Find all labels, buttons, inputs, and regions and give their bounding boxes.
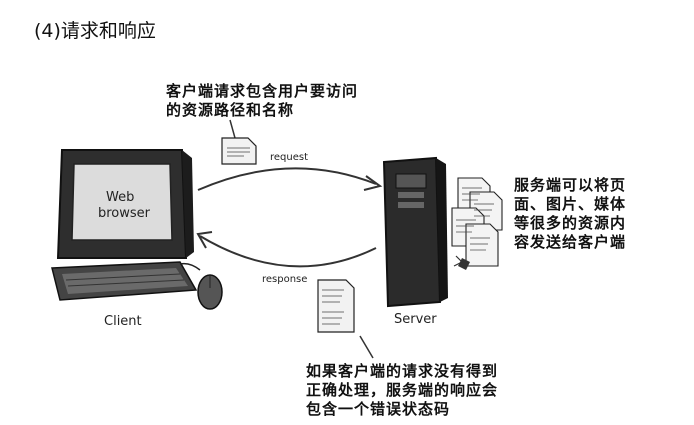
response-note-line-2: 正确处理，服务端的响应会: [306, 381, 499, 399]
request-label: request: [270, 152, 309, 163]
response-note-line-1: 如果客户端的请求没有得到: [306, 362, 499, 380]
server-note-line-2: 面、图片、媒体: [514, 195, 627, 213]
server-note-line-4: 容发送给客户端: [514, 233, 627, 251]
server-tower: [382, 156, 448, 308]
response-label: response: [262, 274, 308, 285]
server-label: Server: [394, 312, 437, 327]
response-note-line-3: 包含一个错误状态码: [306, 400, 451, 418]
request-note-pointer: [229, 119, 236, 139]
server-note-line-3: 等很多的资源内: [514, 214, 627, 232]
request-note-line-2: 的资源路径和名称: [166, 101, 295, 119]
server-note: 服务端可以将页 面、图片、媒体 等很多的资源内 容发送给客户端: [514, 176, 626, 252]
html-document-icon: [317, 279, 355, 333]
document-icon: [221, 137, 257, 165]
request-note-line-1: 客户端请求包含用户要访问: [166, 82, 359, 100]
response-arrow: [196, 231, 377, 268]
server-note-line-1: 服务端可以将页: [514, 176, 627, 194]
screen-label-browser: browser: [98, 206, 151, 221]
client-monitor: [56, 149, 194, 259]
page-title: (4)请求和响应: [34, 20, 156, 42]
response-note: 如果客户端的请求没有得到 正确处理，服务端的响应会 包含一个错误状态码: [306, 362, 498, 419]
response-note-pointer: [359, 335, 374, 359]
client-label: Client: [104, 314, 142, 329]
html-pages-stack-icon: [451, 177, 503, 270]
request-note: 客户端请求包含用户要访问 的资源路径和名称: [166, 82, 358, 120]
client-keyboard: [51, 261, 198, 301]
request-arrow: [197, 167, 383, 191]
screen-label-web: Web: [106, 190, 135, 205]
client-mouse: [179, 262, 223, 310]
